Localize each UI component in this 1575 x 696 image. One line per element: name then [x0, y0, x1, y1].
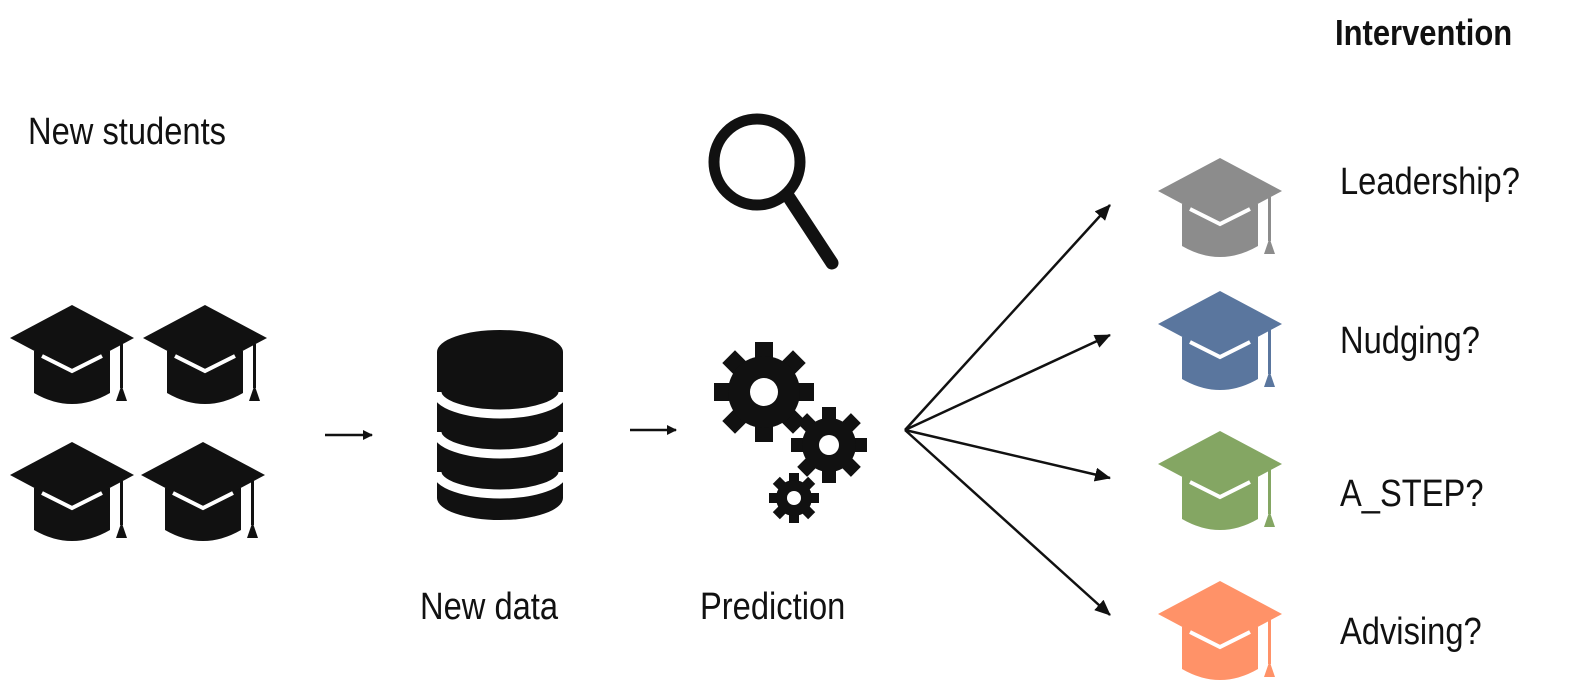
graduation-cap-icon [139, 440, 267, 543]
magnifier-icon [708, 113, 839, 270]
intervention-header: Intervention [1335, 12, 1513, 53]
graduation-cap-icon [141, 303, 269, 406]
new-students-label: New students [28, 111, 227, 153]
gears-icon [714, 342, 867, 523]
database-icon [432, 330, 568, 520]
intervention-label-leadership: Leadership? [1340, 161, 1520, 203]
new-data-label: New data [420, 586, 559, 628]
arrow-right-icon [904, 333, 1111, 432]
arrow-right-icon [904, 204, 1111, 431]
arrow-right-icon [904, 429, 1111, 616]
arrow-right-icon [904, 428, 1111, 482]
graduation-cap-icon [8, 440, 136, 543]
fan-out-arrows [904, 204, 1111, 616]
graduation-cap-icon [1156, 289, 1284, 392]
graduation-cap-icon [8, 303, 136, 406]
intervention-label-nudging: Nudging? [1340, 320, 1480, 362]
graduation-cap-icon [1156, 579, 1284, 682]
graduation-cap-icon [1156, 156, 1284, 259]
graduation-cap-icon [1156, 429, 1284, 532]
intervention-caps [1156, 156, 1284, 682]
intervention-label-advising: Advising? [1340, 611, 1482, 653]
student-caps [8, 303, 269, 543]
intervention-label-a-step: A_STEP? [1340, 473, 1484, 515]
prediction-label: Prediction [700, 586, 846, 628]
